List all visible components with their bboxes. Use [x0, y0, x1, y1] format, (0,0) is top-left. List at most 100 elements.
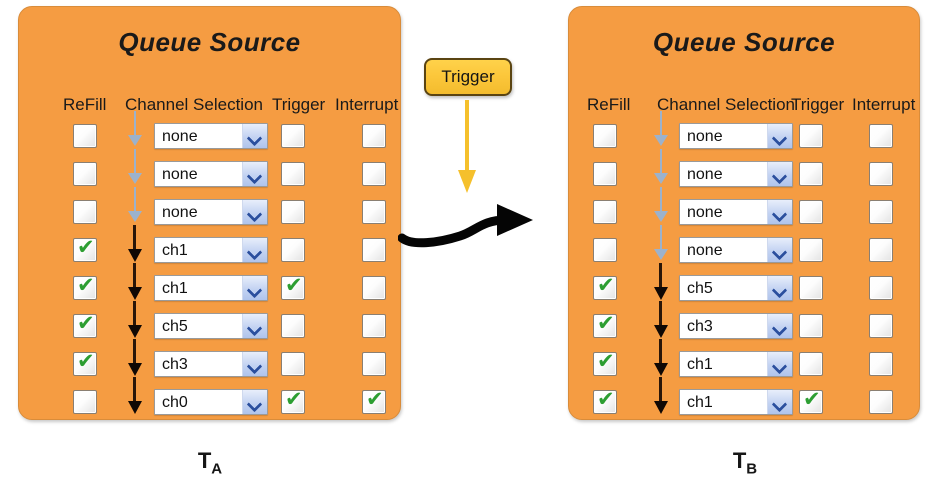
- interrupt-checkbox[interactable]: ✔: [362, 352, 386, 376]
- refill-checkbox[interactable]: ✔: [73, 162, 97, 186]
- refill-checkbox[interactable]: ✔: [593, 311, 617, 338]
- header-refill: ReFill: [63, 95, 107, 114]
- channel-select-value: none: [162, 128, 198, 145]
- trigger-checkbox[interactable]: ✔: [281, 387, 305, 414]
- chevron-down-icon[interactable]: [242, 352, 267, 376]
- interrupt-checkbox[interactable]: ✔: [362, 200, 386, 224]
- queue-row: ✔ none ✔ ✔: [19, 157, 400, 195]
- channel-select[interactable]: none: [679, 161, 793, 187]
- panel-b-flow-arrows: [652, 111, 670, 415]
- trigger-checkbox[interactable]: ✔: [799, 124, 823, 148]
- channel-select[interactable]: none: [154, 161, 268, 187]
- interrupt-checkbox[interactable]: ✔: [362, 124, 386, 148]
- trigger-button[interactable]: Trigger: [424, 58, 512, 96]
- chevron-down-icon[interactable]: [767, 200, 792, 224]
- refill-checkbox[interactable]: ✔: [593, 124, 617, 148]
- interrupt-checkbox[interactable]: ✔: [869, 276, 893, 300]
- trigger-checkbox[interactable]: ✔: [281, 273, 305, 300]
- trigger-checkbox[interactable]: ✔: [799, 162, 823, 186]
- trigger-checkbox[interactable]: ✔: [799, 314, 823, 338]
- channel-select[interactable]: ch5: [679, 275, 793, 301]
- interrupt-checkbox[interactable]: ✔: [869, 200, 893, 224]
- refill-checkbox[interactable]: ✔: [593, 273, 617, 300]
- interrupt-checkbox[interactable]: ✔: [362, 387, 386, 414]
- chevron-down-icon[interactable]: [767, 238, 792, 262]
- header-interrupt: Interrupt: [335, 95, 399, 114]
- interrupt-checkbox[interactable]: ✔: [362, 314, 386, 338]
- refill-checkbox[interactable]: ✔: [593, 349, 617, 376]
- chevron-down-icon[interactable]: [767, 276, 792, 300]
- trigger-checkbox[interactable]: ✔: [799, 387, 823, 414]
- refill-checkbox[interactable]: ✔: [593, 238, 617, 262]
- check-icon: ✔: [77, 349, 95, 373]
- trigger-checkbox[interactable]: ✔: [281, 162, 305, 186]
- chevron-down-icon[interactable]: [767, 124, 792, 148]
- trigger-checkbox[interactable]: ✔: [799, 352, 823, 376]
- refill-checkbox[interactable]: ✔: [73, 200, 97, 224]
- flow-arrow-active-icon: [126, 339, 144, 377]
- chevron-down-icon[interactable]: [242, 200, 267, 224]
- channel-select[interactable]: ch1: [679, 351, 793, 377]
- chevron-down-icon[interactable]: [242, 276, 267, 300]
- channel-select[interactable]: none: [679, 237, 793, 263]
- refill-checkbox[interactable]: ✔: [73, 235, 97, 262]
- refill-checkbox[interactable]: ✔: [73, 124, 97, 148]
- channel-select[interactable]: ch3: [154, 351, 268, 377]
- interrupt-checkbox[interactable]: ✔: [869, 162, 893, 186]
- channel-select[interactable]: ch1: [154, 237, 268, 263]
- panel-a-title: Queue Source: [118, 27, 301, 57]
- refill-checkbox[interactable]: ✔: [593, 387, 617, 414]
- channel-select-value: none: [687, 166, 723, 183]
- chevron-down-icon[interactable]: [767, 162, 792, 186]
- chevron-down-icon[interactable]: [242, 390, 267, 414]
- channel-select-value: ch3: [687, 318, 713, 335]
- interrupt-checkbox[interactable]: ✔: [869, 390, 893, 414]
- refill-checkbox[interactable]: ✔: [73, 273, 97, 300]
- channel-select[interactable]: none: [154, 199, 268, 225]
- check-icon: ✔: [803, 387, 821, 411]
- trigger-checkbox[interactable]: ✔: [799, 238, 823, 262]
- chevron-down-icon[interactable]: [242, 238, 267, 262]
- trigger-checkbox[interactable]: ✔: [281, 124, 305, 148]
- channel-select[interactable]: ch1: [679, 389, 793, 415]
- channel-select[interactable]: ch0: [154, 389, 268, 415]
- refill-checkbox[interactable]: ✔: [73, 311, 97, 338]
- trigger-checkbox[interactable]: ✔: [799, 276, 823, 300]
- trigger-checkbox[interactable]: ✔: [799, 200, 823, 224]
- flow-arrow-active-icon: [126, 377, 144, 415]
- chevron-down-icon[interactable]: [242, 314, 267, 338]
- interrupt-checkbox[interactable]: ✔: [869, 124, 893, 148]
- chevron-down-icon[interactable]: [767, 352, 792, 376]
- check-icon: ✔: [77, 311, 95, 335]
- refill-checkbox[interactable]: ✔: [73, 349, 97, 376]
- flow-arrow-active-icon: [652, 339, 670, 377]
- chevron-down-icon[interactable]: [242, 124, 267, 148]
- interrupt-checkbox[interactable]: ✔: [362, 276, 386, 300]
- check-icon: ✔: [77, 273, 95, 297]
- trigger-checkbox[interactable]: ✔: [281, 200, 305, 224]
- refill-checkbox[interactable]: ✔: [593, 162, 617, 186]
- channel-select[interactable]: ch1: [154, 275, 268, 301]
- interrupt-checkbox[interactable]: ✔: [869, 352, 893, 376]
- interrupt-checkbox[interactable]: ✔: [362, 238, 386, 262]
- trigger-checkbox[interactable]: ✔: [281, 238, 305, 262]
- trigger-button-label: Trigger: [441, 67, 495, 86]
- channel-select[interactable]: ch3: [679, 313, 793, 339]
- channel-select[interactable]: none: [154, 123, 268, 149]
- trigger-checkbox[interactable]: ✔: [281, 314, 305, 338]
- refill-checkbox[interactable]: ✔: [593, 200, 617, 224]
- queue-row: ✔none✔✔: [569, 119, 919, 157]
- channel-select[interactable]: none: [679, 199, 793, 225]
- interrupt-checkbox[interactable]: ✔: [362, 162, 386, 186]
- chevron-down-icon[interactable]: [242, 162, 267, 186]
- refill-checkbox[interactable]: ✔: [73, 390, 97, 414]
- interrupt-checkbox[interactable]: ✔: [869, 314, 893, 338]
- trigger-checkbox[interactable]: ✔: [281, 352, 305, 376]
- chevron-down-icon[interactable]: [767, 390, 792, 414]
- channel-select[interactable]: ch5: [154, 313, 268, 339]
- chevron-down-icon[interactable]: [767, 314, 792, 338]
- channel-select[interactable]: none: [679, 123, 793, 149]
- interrupt-checkbox[interactable]: ✔: [869, 238, 893, 262]
- header-channel: Channel Selection: [657, 95, 795, 114]
- check-icon: ✔: [285, 273, 303, 297]
